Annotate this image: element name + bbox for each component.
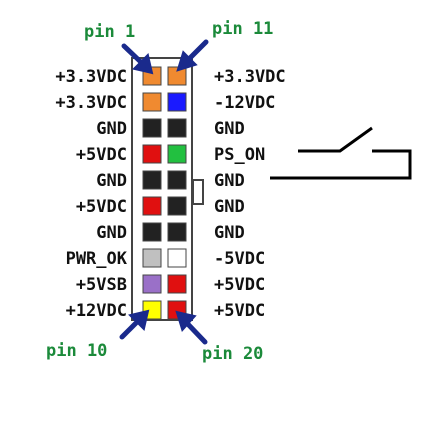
left-pin-column: [142, 66, 162, 320]
pin-20-arrowhead: [175, 310, 197, 332]
pin-5: [142, 170, 162, 190]
pin-17-label: GND: [214, 223, 245, 243]
pin-6: [142, 196, 162, 216]
pin-7: [142, 222, 162, 242]
pin-6-label: +5VDC: [76, 197, 127, 217]
pin-5-label: GND: [96, 171, 127, 191]
pin-16-label: GND: [214, 197, 245, 217]
pin-7-label: GND: [96, 223, 127, 243]
pin-8: [142, 248, 162, 268]
pin-11: [167, 66, 187, 86]
pin-20-label: pin 20: [202, 344, 263, 364]
pin-13-label: GND: [214, 119, 245, 139]
pin-11-label: +3.3VDC: [214, 67, 286, 87]
pin-12: [167, 92, 187, 112]
pin-3: [142, 118, 162, 138]
pin-1-label: pin 1: [84, 22, 135, 42]
pin-10-label: +12VDC: [66, 301, 127, 321]
pin-9: [142, 274, 162, 294]
pin-4-label: +5VDC: [76, 145, 127, 165]
pin-15: [167, 170, 187, 190]
switch-lever: [298, 126, 373, 153]
pin-1-label: +3.3VDC: [55, 67, 127, 87]
pin-2: [142, 92, 162, 112]
right-label-column: +3.3VDC -12VDC GND PS_ON GND GND GND -5VDC +5VDC…: [214, 67, 286, 321]
pin-8-label: PWR_OK: [66, 249, 128, 269]
pin-16: [167, 196, 187, 216]
connector-latch: [192, 179, 204, 205]
pin-11-label: pin 11: [212, 19, 273, 39]
pin-19: [167, 274, 187, 294]
pin-10-arrowhead: [128, 309, 150, 331]
pin-11-arrowhead: [176, 50, 198, 72]
right-pin-column: [167, 66, 187, 320]
pin-19-label: +5VDC: [214, 275, 265, 295]
pin-18-label: -5VDC: [214, 249, 265, 269]
pin-12-label: -12VDC: [214, 93, 275, 113]
switch-return-wire: [270, 149, 412, 180]
pin-2-label: +3.3VDC: [55, 93, 127, 113]
pin-18: [167, 248, 187, 268]
ps-on-switch: [270, 126, 412, 180]
pin-14-label: PS_ON: [214, 145, 265, 165]
pin-3-label: GND: [96, 119, 127, 139]
pin-10-label: pin 10: [46, 341, 107, 361]
pin-15-label: GND: [214, 171, 245, 191]
pin-1-arrowhead: [132, 53, 154, 75]
pin-14: [167, 144, 187, 164]
pin-20-label: +5VDC: [214, 301, 265, 321]
left-label-column: +3.3VDC +3.3VDC GND +5VDC GND +5VDC GND PWR_OK +…: [55, 67, 127, 321]
pin-13: [167, 118, 187, 138]
pin-17: [167, 222, 187, 242]
pin-4: [142, 144, 162, 164]
pin-9-label: +5VSB: [76, 275, 127, 295]
